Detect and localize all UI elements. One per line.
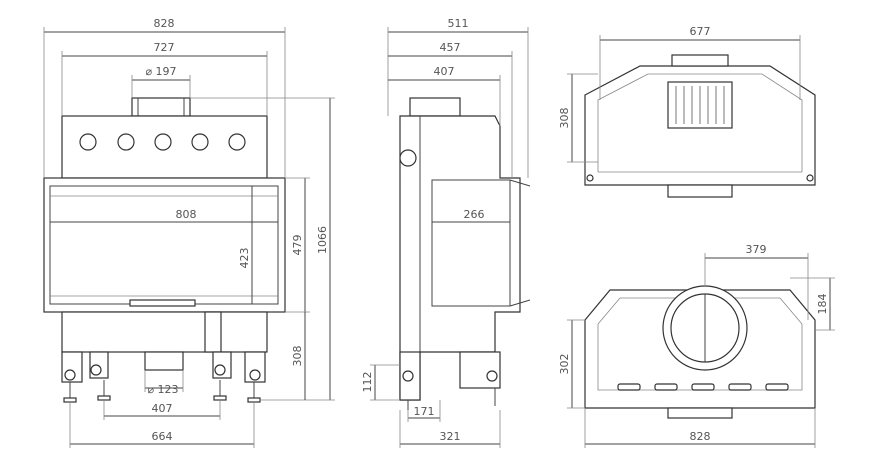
- dim-foot-height: 112: [361, 372, 374, 393]
- dim-glass-width: 808: [176, 208, 197, 221]
- dim-inlet-diameter: ⌀ 123: [147, 383, 178, 396]
- bottom-lip: [667, 407, 733, 419]
- dim-top-width: 727: [154, 41, 175, 54]
- dim-leg-spacing-inner: 407: [152, 402, 173, 415]
- vent-holes: [79, 133, 246, 151]
- dim-base-depth: 321: [440, 430, 461, 443]
- lower-body: [61, 311, 268, 353]
- grate-bars: [675, 86, 725, 124]
- dim-body-height: 479: [291, 235, 304, 256]
- dim-top-depth: 308: [558, 108, 571, 129]
- side-vent: [399, 149, 417, 167]
- top-view: 677 308: [558, 25, 816, 198]
- dim-bottom-width: 828: [690, 430, 711, 443]
- dim-overall-width: 828: [154, 17, 175, 30]
- door-handle: [129, 299, 196, 307]
- dim-total-height: 1066: [316, 226, 329, 254]
- dim-glass-height: 423: [238, 248, 251, 269]
- dim-flue-diameter: ⌀ 197: [145, 65, 176, 78]
- side-glass: [431, 179, 511, 307]
- dim-bottom-depth: 302: [558, 354, 571, 375]
- dim-leg-spacing-outer: 664: [152, 430, 173, 443]
- dim-outlet-offset: 379: [746, 243, 767, 256]
- door-glass: [49, 185, 279, 305]
- dim-depth-407: 407: [434, 65, 455, 78]
- front-lip: [667, 184, 733, 198]
- front-view: 828 727 ⌀ 197 808 423 479 1066 308 ⌀ 123…: [43, 17, 335, 448]
- dim-top-width: 677: [690, 25, 711, 38]
- dim-glass-depth: 266: [464, 208, 485, 221]
- dim-outlet-depth: 184: [816, 294, 829, 315]
- dim-leg-height: 308: [291, 346, 304, 367]
- control-lever: [204, 311, 222, 353]
- air-inlet: [144, 351, 184, 371]
- air-slots: [617, 383, 789, 391]
- side-leg-rear: [459, 351, 501, 389]
- flue-collar: [131, 97, 191, 117]
- side-view: 511 457 407 266 112 171 321: [361, 17, 531, 448]
- dim-foot-offset: 171: [414, 405, 435, 418]
- dim-overall-depth: 511: [448, 17, 469, 30]
- dim-depth-457: 457: [440, 41, 461, 54]
- side-flue-collar: [409, 97, 461, 117]
- bottom-view: 379 184 302 828: [558, 243, 835, 448]
